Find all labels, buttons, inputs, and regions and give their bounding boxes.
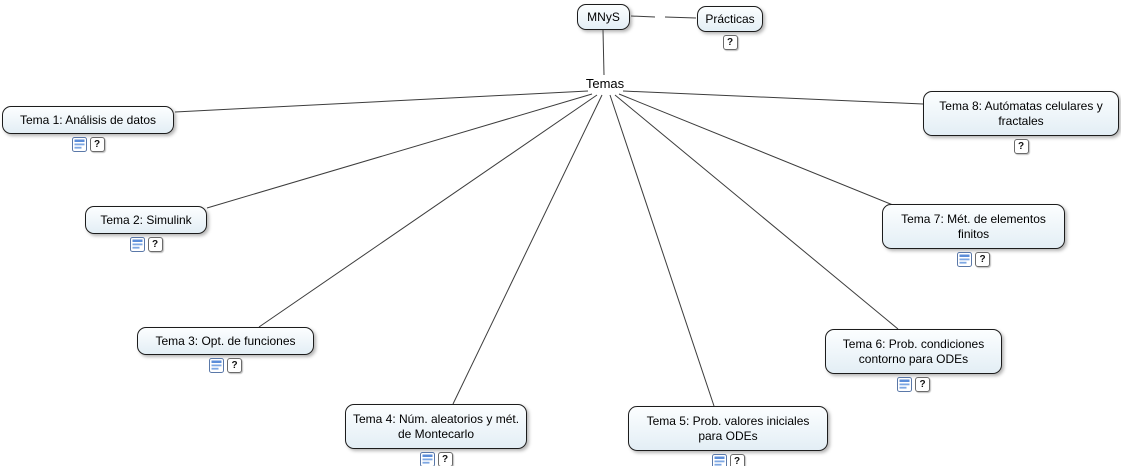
- node-tema-1: Tema 1: Análisis de datos ?: [2, 106, 174, 152]
- node-tema-3: Tema 3: Opt. de funciones ?: [137, 327, 314, 373]
- question-icon[interactable]: ?: [227, 357, 242, 373]
- tema-8-icons: ?: [1013, 138, 1029, 154]
- node-tema-5: Tema 5: Prob. valores iniciales para ODE…: [628, 406, 828, 466]
- notes-icon[interactable]: [897, 376, 912, 392]
- notes-icon[interactable]: [957, 251, 972, 267]
- question-icon[interactable]: ?: [147, 236, 163, 252]
- notes-icon[interactable]: [209, 357, 224, 373]
- tema-6-box[interactable]: Tema 6: Prob. condiciones contorno para …: [825, 329, 1002, 374]
- node-tema-6: Tema 6: Prob. condiciones contorno para …: [825, 329, 1002, 392]
- notes-icon[interactable]: [711, 453, 727, 466]
- node-practicas: Prácticas ?: [697, 6, 763, 50]
- node-mnys: MNyS: [577, 4, 630, 30]
- question-icon[interactable]: ?: [915, 376, 930, 392]
- node-tema-7: Tema 7: Mét. de elementos finitos ?: [882, 204, 1065, 267]
- question-icon[interactable]: ?: [1013, 138, 1029, 154]
- notes-icon[interactable]: [419, 451, 435, 466]
- node-tema-2: Tema 2: Simulink ?: [85, 206, 207, 252]
- question-icon[interactable]: ?: [89, 136, 105, 152]
- tema-3-icons: ?: [209, 357, 242, 373]
- tema-1-icons: ?: [71, 136, 105, 152]
- tema-4-box[interactable]: Tema 4: Núm. aleatorios y mét. de Montec…: [345, 404, 527, 449]
- tema-7-icons: ?: [957, 251, 990, 267]
- tema-4-icons: ?: [419, 451, 453, 466]
- tema-2-icons: ?: [129, 236, 163, 252]
- notes-icon[interactable]: [129, 236, 145, 252]
- practicas-box[interactable]: Prácticas: [697, 6, 763, 32]
- question-icon[interactable]: ?: [722, 34, 738, 50]
- tema-5-icons: ?: [711, 453, 745, 466]
- question-icon[interactable]: ?: [975, 251, 990, 267]
- tema-5-box[interactable]: Tema 5: Prob. valores iniciales para ODE…: [628, 406, 828, 451]
- tema-8-box[interactable]: Tema 8: Autómatas celulares y fractales: [923, 91, 1119, 136]
- tema-1-box[interactable]: Tema 1: Análisis de datos: [2, 106, 174, 134]
- tema-6-icons: ?: [897, 376, 930, 392]
- notes-icon[interactable]: [71, 136, 87, 152]
- node-tema-4: Tema 4: Núm. aleatorios y mét. de Montec…: [345, 404, 527, 466]
- question-icon[interactable]: ?: [729, 453, 745, 466]
- tema-7-box[interactable]: Tema 7: Mét. de elementos finitos: [882, 204, 1065, 249]
- tema-3-box[interactable]: Tema 3: Opt. de funciones: [137, 327, 314, 355]
- practicas-icons: ?: [722, 34, 738, 50]
- question-icon[interactable]: ?: [437, 451, 453, 466]
- node-tema-8: Tema 8: Autómatas celulares y fractales …: [923, 91, 1119, 154]
- node-temas[interactable]: Temas: [585, 76, 625, 91]
- mnys-box[interactable]: MNyS: [577, 4, 630, 30]
- tema-2-box[interactable]: Tema 2: Simulink: [85, 206, 207, 234]
